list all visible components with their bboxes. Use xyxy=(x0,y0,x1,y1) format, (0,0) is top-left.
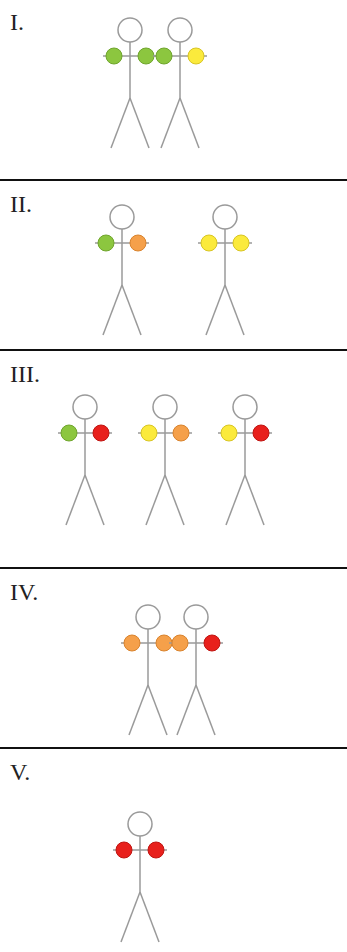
stick-figure xyxy=(113,812,167,942)
stick-figure xyxy=(121,605,175,735)
stick-figure xyxy=(153,18,207,148)
panel-label: IV. xyxy=(10,580,38,604)
panel-label: I. xyxy=(10,10,24,34)
stick-figure xyxy=(218,395,272,525)
stick-figure xyxy=(198,205,252,335)
stick-figure xyxy=(58,395,112,525)
panel-label: III. xyxy=(10,362,40,386)
stick-figure xyxy=(103,18,157,148)
panel-divider xyxy=(0,567,347,569)
stick-figure xyxy=(138,395,192,525)
panel-divider xyxy=(0,179,347,181)
panel-label: II. xyxy=(10,192,32,216)
stick-figure xyxy=(169,605,223,735)
stick-figure xyxy=(95,205,149,335)
panel-divider xyxy=(0,349,347,351)
panel-label: V. xyxy=(10,760,30,784)
panel-divider xyxy=(0,747,347,749)
